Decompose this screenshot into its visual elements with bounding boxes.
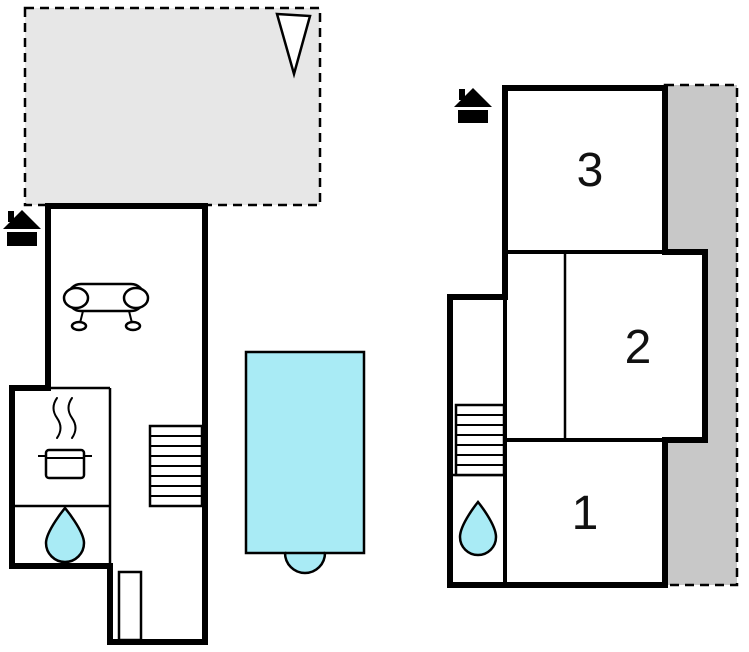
room-1-label: 1 bbox=[571, 486, 599, 540]
house-roof bbox=[3, 210, 41, 229]
sofa-arm-left bbox=[62, 286, 90, 310]
cooking-pot-icon bbox=[38, 397, 92, 480]
steam-line bbox=[52, 397, 62, 439]
ground-floor-plan bbox=[3, 6, 366, 645]
water-drop-icon bbox=[44, 506, 86, 564]
house-roof bbox=[454, 88, 492, 107]
ground-floor-outline bbox=[9, 203, 208, 645]
sofa-foot-left bbox=[70, 320, 88, 332]
house-body bbox=[7, 232, 37, 246]
house-chimney bbox=[459, 89, 465, 100]
upper-floor-plan bbox=[447, 83, 739, 588]
house-chimney bbox=[8, 211, 14, 222]
steam-line bbox=[67, 397, 77, 439]
sofa-arm-right bbox=[122, 286, 150, 310]
pot-body bbox=[44, 448, 86, 480]
north-arrow-icon bbox=[275, 12, 312, 79]
ground-interior-walls bbox=[12, 386, 112, 566]
entrance-house-icon bbox=[3, 210, 41, 246]
sofa-icon bbox=[62, 282, 150, 332]
house-body bbox=[458, 110, 488, 123]
stairs-icon bbox=[148, 424, 204, 508]
terrace-area bbox=[23, 6, 322, 207]
sofa-foot-right bbox=[124, 320, 142, 332]
room-3-label: 3 bbox=[576, 143, 604, 197]
water-drop-icon-upper bbox=[458, 500, 498, 557]
radiator bbox=[117, 570, 143, 642]
stairs-frame bbox=[454, 403, 506, 477]
pool bbox=[244, 350, 366, 575]
entrance-house-icon-upper bbox=[454, 88, 492, 123]
pool-basin bbox=[244, 350, 366, 575]
room-2-label: 2 bbox=[624, 320, 652, 374]
stairs-icon-upper bbox=[454, 403, 506, 477]
